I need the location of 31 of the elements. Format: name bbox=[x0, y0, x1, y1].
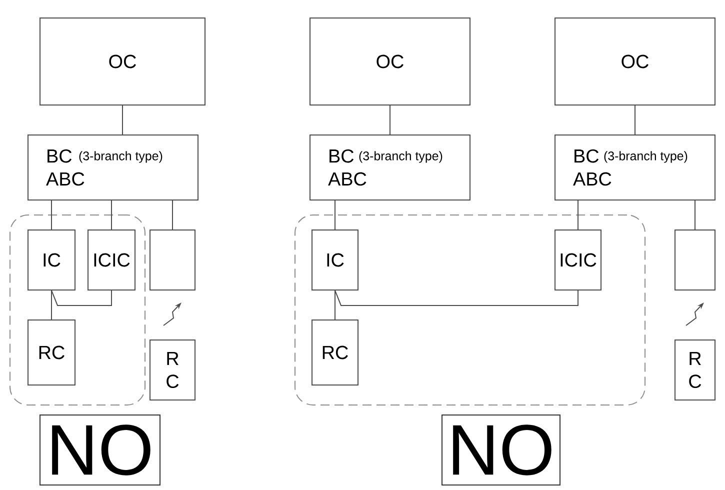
connector-line bbox=[694, 200, 696, 230]
connector-line bbox=[334, 290, 578, 306]
labeled-box: IC bbox=[312, 230, 358, 290]
labeled-box: OC bbox=[554, 18, 716, 106]
connector-line bbox=[51, 290, 112, 306]
connector-line bbox=[51, 290, 52, 320]
labeled-box: ICIC bbox=[88, 230, 136, 290]
labeled-box: R C bbox=[674, 340, 716, 400]
labeled-box: RC bbox=[312, 320, 358, 386]
annotation-text: (3-branch type) bbox=[79, 151, 162, 163]
connector-line bbox=[334, 200, 336, 230]
connector-line bbox=[172, 200, 173, 230]
annotation-text: (3-branch type) bbox=[604, 151, 688, 163]
dashed-group-box bbox=[10, 214, 146, 406]
labeled-box: OC bbox=[40, 18, 206, 106]
connector-line bbox=[634, 105, 636, 135]
labeled-box: RC bbox=[28, 320, 76, 386]
connector-line bbox=[111, 200, 112, 230]
empty-box bbox=[674, 230, 716, 290]
empty-box bbox=[150, 230, 196, 290]
labeled-box: IC bbox=[28, 230, 76, 290]
connector-line bbox=[122, 105, 123, 135]
labeled-box: OC bbox=[310, 18, 470, 106]
labeled-box: ICIC bbox=[554, 230, 602, 290]
connector-line bbox=[51, 200, 52, 230]
annotation-text: (3-branch type) bbox=[359, 151, 442, 163]
dashed-group-box bbox=[294, 214, 646, 406]
verdict-box: NO bbox=[442, 414, 560, 486]
connector-line bbox=[334, 290, 336, 320]
verdict-box: NO bbox=[40, 414, 160, 486]
labeled-box: R C bbox=[150, 340, 196, 400]
